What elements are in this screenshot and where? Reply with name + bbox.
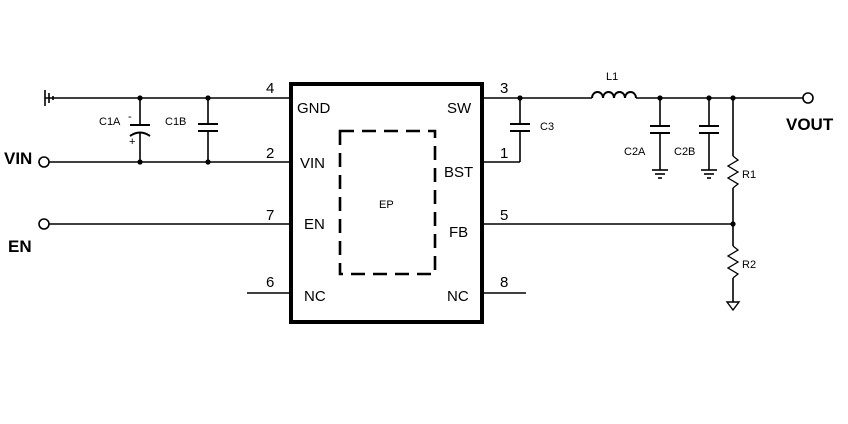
r1-label: R1 — [742, 169, 756, 181]
inductor-l1 — [591, 91, 803, 99]
pin-name-sw: SW — [447, 100, 472, 117]
pin-number-1: 1 — [500, 145, 508, 162]
capacitor-c2a — [650, 95, 670, 170]
pin-number-3: 3 — [500, 80, 508, 97]
r2-label: R2 — [742, 259, 756, 271]
l1-label: L1 — [606, 71, 618, 83]
c1a-minus-sign: - — [128, 111, 132, 123]
vout-terminal — [802, 92, 814, 104]
c2a-ground-symbol — [652, 169, 668, 179]
en-terminal — [38, 218, 50, 230]
pin-number-5: 5 — [500, 207, 508, 224]
exposed-pad-label: EP — [379, 199, 394, 211]
pin-number-4: 4 — [266, 80, 274, 97]
pin-name-en: EN — [304, 216, 325, 233]
c2a-label: C2A — [624, 146, 646, 158]
vin-terminal — [38, 156, 50, 168]
en-net-label: EN — [8, 237, 32, 256]
resistor-r2 — [726, 245, 740, 302]
r2-ground-symbol — [725, 301, 741, 312]
c2b-ground-symbol — [701, 169, 717, 179]
pin-name-nc-left: NC — [304, 288, 326, 305]
c1a-plus-sign: + — [129, 136, 135, 148]
c1a-label: C1A — [99, 116, 121, 128]
pin-number-8: 8 — [500, 274, 508, 291]
pin-number-7: 7 — [266, 207, 274, 224]
capacitor-c1a — [129, 95, 151, 165]
fb-junction-dot — [730, 221, 736, 227]
vin-net-label: VIN — [4, 149, 32, 168]
pin-number-2: 2 — [266, 145, 274, 162]
pin-name-fb: FB — [449, 224, 468, 241]
pin-name-gnd: GND — [297, 100, 331, 117]
c2b-label: C2B — [674, 146, 695, 158]
vout-net-label: VOUT — [786, 115, 834, 134]
capacitor-c3 — [482, 98, 530, 163]
c3-label: C3 — [540, 121, 554, 133]
pin-name-bst: BST — [444, 164, 473, 181]
pin-number-6: 6 — [266, 274, 274, 291]
ic-body — [289, 82, 484, 324]
pin-name-nc-right: NC — [447, 288, 469, 305]
capacitor-c1b — [198, 95, 218, 165]
exposed-pad — [338, 129, 437, 276]
capacitor-c2b — [699, 95, 719, 170]
c1b-label: C1B — [165, 116, 186, 128]
resistor-r1 — [726, 95, 740, 246]
pin-name-vin: VIN — [300, 155, 325, 172]
